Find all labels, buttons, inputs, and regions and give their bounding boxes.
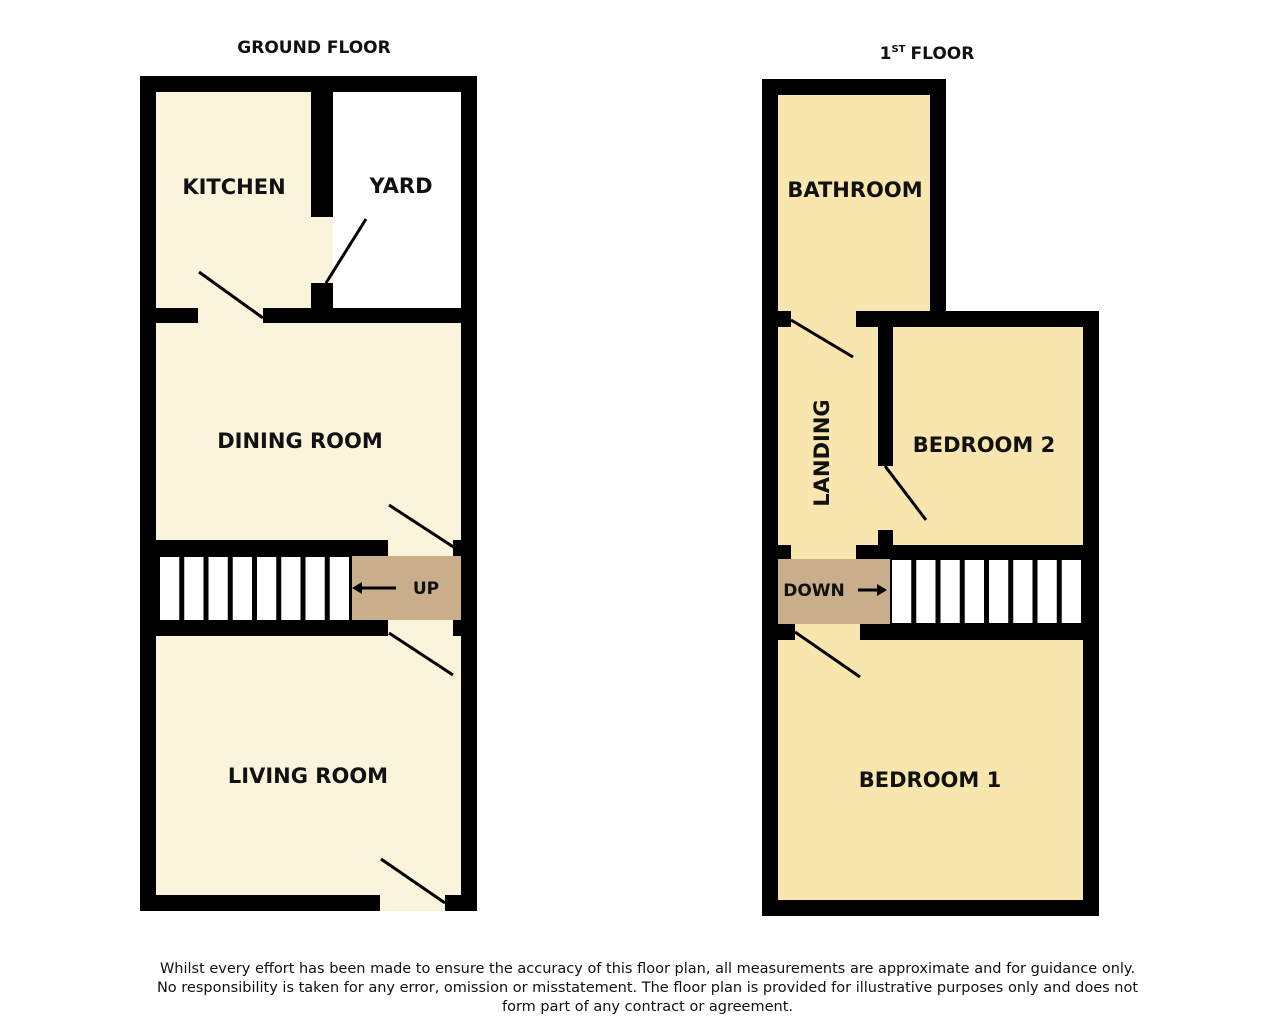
doorway bbox=[778, 545, 856, 559]
wall-peg bbox=[778, 545, 791, 559]
room-label-kitchen: KITCHEN bbox=[182, 175, 285, 199]
kitchen-wall-right bbox=[263, 308, 461, 323]
door-swing bbox=[794, 630, 861, 679]
stair-tread bbox=[1037, 560, 1057, 623]
yard-area bbox=[333, 92, 461, 308]
bathroom-area bbox=[778, 95, 930, 327]
room-label-bedroom1: BEDROOM 1 bbox=[859, 768, 1001, 792]
door-swing bbox=[388, 631, 454, 677]
room-label-yard: YARD bbox=[368, 174, 432, 198]
landing-wall bbox=[878, 327, 893, 466]
door-swing bbox=[883, 465, 928, 521]
bedroom2-top-wall bbox=[856, 311, 1099, 327]
stair-tread bbox=[329, 557, 349, 620]
stair-wall-bottom bbox=[860, 624, 1083, 640]
stair-tread bbox=[232, 557, 252, 620]
room-label-dining: DINING ROOM bbox=[217, 429, 383, 453]
front-wall-right bbox=[445, 895, 477, 911]
room-label-bathroom: BATHROOM bbox=[787, 178, 922, 202]
stair-wall-top bbox=[156, 540, 388, 556]
wall-peg bbox=[778, 311, 791, 327]
stair-tread bbox=[964, 560, 984, 623]
stair-wall-bottom bbox=[156, 620, 388, 636]
bedroom2-area bbox=[856, 327, 1083, 545]
front-wall-left bbox=[156, 895, 380, 911]
stair-tread bbox=[1061, 560, 1081, 623]
ground-floor-title: GROUND FLOOR bbox=[237, 38, 390, 58]
door-swings bbox=[790, 318, 928, 679]
wall-peg bbox=[778, 624, 795, 640]
wall-stub bbox=[311, 283, 333, 313]
kitchen-wall-left bbox=[156, 308, 198, 323]
wall-peg bbox=[453, 540, 461, 556]
stair-tread bbox=[208, 557, 228, 620]
arrow-left-icon bbox=[352, 582, 396, 594]
door-swing bbox=[790, 318, 854, 359]
stair-tread bbox=[1013, 560, 1033, 623]
door-swings bbox=[198, 218, 456, 905]
bedroom1-area bbox=[778, 640, 1083, 900]
kitchen-yard-wall bbox=[311, 92, 333, 217]
ground-floor-plan: GROUND FLOOR KITCHEN YARD DINING ROOM LI… bbox=[140, 38, 477, 911]
stair-tread bbox=[305, 557, 325, 620]
room-label-living: LIVING ROOM bbox=[228, 764, 388, 788]
stair-tread bbox=[892, 560, 912, 623]
room-label-landing: LANDING bbox=[810, 399, 834, 506]
arrow-right-icon bbox=[858, 584, 887, 596]
stair-tread bbox=[940, 560, 960, 623]
wall-peg bbox=[878, 530, 893, 545]
room-label-bedroom2: BEDROOM 2 bbox=[913, 433, 1055, 457]
stair-tread bbox=[257, 557, 277, 620]
stair-tread bbox=[281, 557, 301, 620]
stair-tread bbox=[916, 560, 936, 623]
door-swing bbox=[388, 503, 456, 550]
door-swing bbox=[324, 218, 368, 284]
stair-tread bbox=[184, 557, 204, 620]
stairs-down-label: DOWN bbox=[783, 581, 845, 601]
door-swing bbox=[380, 857, 446, 905]
door-swing bbox=[198, 270, 264, 320]
stairs-up-label: UP bbox=[413, 579, 439, 599]
stair-wall-top bbox=[856, 545, 1083, 559]
wall-peg bbox=[453, 620, 461, 636]
stair-tread bbox=[160, 557, 180, 620]
disclaimer: Whilst every effort has been made to ens… bbox=[156, 961, 1139, 1015]
stair-tread bbox=[989, 560, 1009, 623]
